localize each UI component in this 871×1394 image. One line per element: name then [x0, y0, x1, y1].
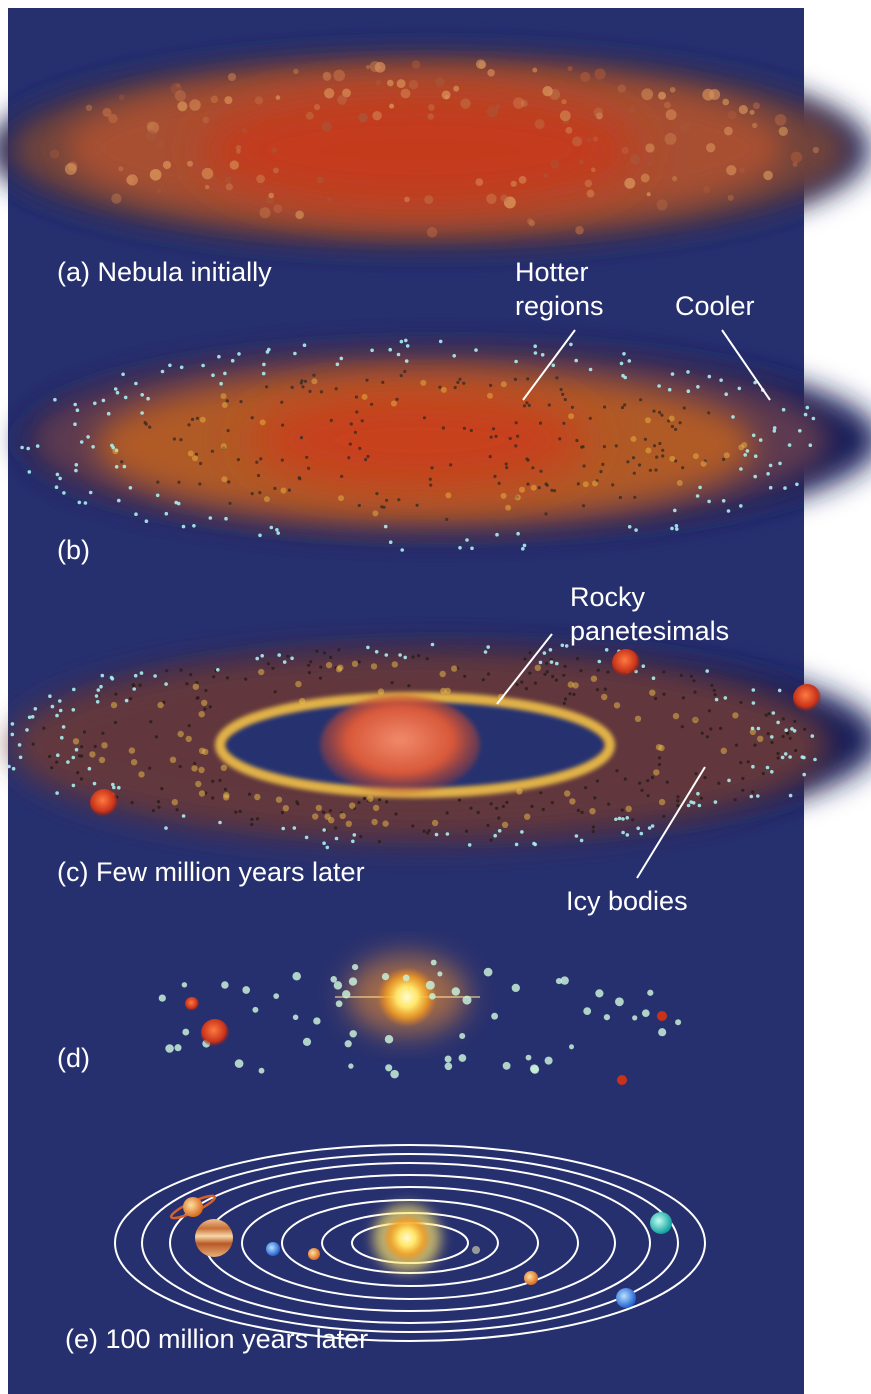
leader-icy-bodies — [636, 766, 706, 879]
caption-c: (c) Few million years later — [57, 857, 365, 887]
nebula-dust-specks — [49, 59, 819, 238]
nebula-core — [200, 90, 640, 210]
planet-saturn — [169, 1194, 217, 1220]
disk-c-particles — [7, 642, 817, 850]
label-icy-bodies: Icy bodies — [566, 886, 688, 916]
protoplanet-red-small — [185, 997, 199, 1011]
label-cooler: Cooler — [675, 291, 755, 321]
orbit-ring — [114, 1144, 706, 1342]
leader-cooler — [721, 329, 771, 401]
planet-venus — [308, 1248, 320, 1260]
protoplanet-red-small — [657, 1011, 667, 1021]
planet-earth — [266, 1242, 280, 1256]
planet-uranus — [650, 1212, 672, 1234]
orbit-ring — [241, 1186, 579, 1300]
planet-mercury — [472, 1246, 480, 1254]
caption-d: (d) — [57, 1043, 90, 1073]
planet-neptune — [616, 1288, 636, 1308]
proto-sun — [320, 695, 480, 795]
rocky-planetesimal — [612, 649, 640, 677]
disk-d-bodies — [158, 959, 682, 1079]
protoplanet-red — [201, 1019, 229, 1047]
caption-a: (a) Nebula initially — [57, 257, 272, 287]
orbit-ring — [281, 1199, 539, 1287]
orbit-ring — [141, 1153, 679, 1333]
stage-e-solar-system — [114, 1144, 706, 1342]
disk-b-particles — [20, 338, 816, 552]
planet-jupiter — [195, 1219, 233, 1257]
leader-rocky-panetesimals — [496, 633, 553, 705]
protoplanet-red-small — [617, 1075, 627, 1085]
leader-hotter-regions — [522, 329, 576, 401]
planet-mars — [524, 1271, 538, 1285]
disk-b-core — [250, 390, 590, 490]
stage-b-disk — [20, 338, 871, 552]
caption-b: (b) — [57, 535, 90, 565]
label-hotter-regions: Hotter regions — [515, 257, 604, 322]
caption-e: (e) 100 million years later — [65, 1324, 369, 1354]
label-rocky-panetesimals: Rocky panetesimals — [570, 582, 730, 647]
rocky-planetesimal — [793, 684, 821, 712]
orbit-ring — [169, 1162, 651, 1324]
stage-a-nebula — [0, 50, 870, 250]
sun-d — [377, 967, 437, 1027]
rocky-planetesimal — [90, 789, 118, 817]
sun-e — [383, 1214, 431, 1262]
stage-d-clearing — [158, 955, 682, 1085]
stage-c-disk — [7, 642, 871, 850]
